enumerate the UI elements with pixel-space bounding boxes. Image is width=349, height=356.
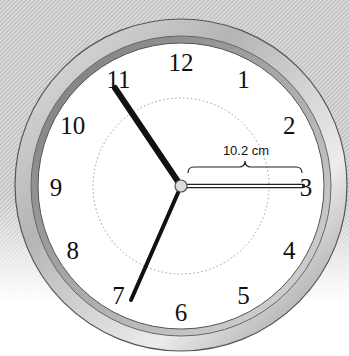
clock-numeral: 12 (169, 50, 194, 75)
hour-hand (115, 88, 181, 186)
clock-numeral: 6 (175, 300, 188, 325)
minute-hand (131, 186, 181, 300)
clock-numeral: 1 (237, 66, 250, 91)
clock-numeral: 3 (300, 175, 313, 200)
bezel-inner-rim (31, 36, 331, 336)
clock-numeral: 7 (112, 283, 125, 308)
clock-numeral: 9 (50, 175, 63, 200)
clock-numeral: 10 (60, 112, 85, 137)
second-hand-outline (181, 184, 303, 189)
clock-numeral: 5 (237, 283, 250, 308)
clock-bezel (15, 19, 347, 351)
center-pivot (175, 180, 187, 192)
clock-numeral: 4 (283, 237, 296, 262)
clock-numeral: 2 (283, 112, 296, 137)
clock-face (38, 43, 324, 329)
dimension-bracket (188, 161, 302, 173)
dimension-label: 10.2 cm (223, 144, 269, 157)
second-hand (181, 185, 302, 187)
clock-numeral: 8 (66, 237, 79, 262)
clock-numeral: 11 (106, 66, 130, 91)
